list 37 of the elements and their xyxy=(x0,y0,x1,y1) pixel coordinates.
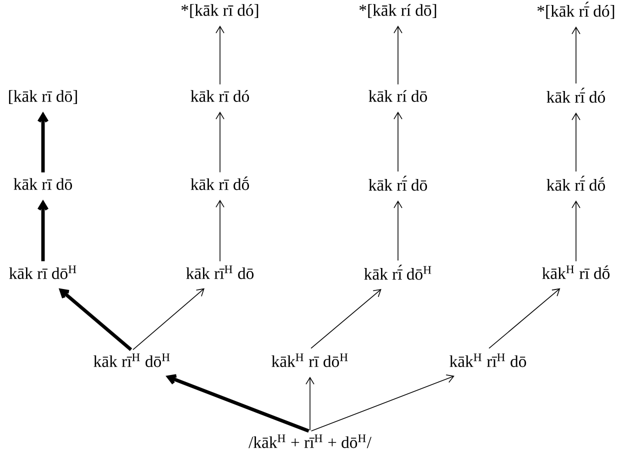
form-label: kāk rī dō$^{H}$ xyxy=(9,265,76,280)
form-label: kāk rī dō xyxy=(14,178,72,190)
arrow xyxy=(394,200,402,261)
arrow xyxy=(38,112,48,172)
form-label: kāk rī dó xyxy=(190,90,249,102)
form-label: kāk rī$^{H}$ dō xyxy=(186,265,254,280)
form-label: kāk rī́ dō xyxy=(368,176,427,191)
form-label: /kāk$^{H}$ + rī$^{H}$ + dō$^{H}$/ xyxy=(248,434,372,448)
form-label: *[kāk rī dó] xyxy=(181,4,258,18)
arrow xyxy=(488,288,560,349)
form-label: *[kāk rí dō] xyxy=(359,4,436,18)
arrow xyxy=(310,374,454,432)
form-label: kāk$^{H}$ rī dṓ xyxy=(542,265,610,280)
form-label: kāk rī́ dṓ xyxy=(546,176,605,191)
form-label: kāk rī́ dō$^{H}$ xyxy=(364,264,432,280)
arrow xyxy=(38,200,48,262)
arrow xyxy=(58,288,132,351)
form-label: kāk rī$^{H}$ dō$^{H}$ xyxy=(94,353,170,368)
arrow xyxy=(310,289,382,349)
arrow xyxy=(572,200,580,262)
arrow xyxy=(394,112,402,172)
form-label: [kāk rī dō] xyxy=(9,90,77,104)
form-label: kāk$^{H}$ rī dō$^{H}$ xyxy=(272,353,348,368)
arrow xyxy=(216,200,224,262)
arrow xyxy=(216,26,224,85)
arrow xyxy=(572,112,580,172)
arrow xyxy=(306,376,314,431)
arrow xyxy=(132,288,204,350)
form-label: kāk rí dō xyxy=(368,90,427,102)
arrow xyxy=(394,26,402,85)
form-label: kāk rī dṓ xyxy=(190,176,249,190)
form-label: *[kāk rī́ dó] xyxy=(537,2,614,19)
arrow xyxy=(166,374,310,433)
form-label: kāk rī́ dó xyxy=(546,88,605,103)
arrow xyxy=(572,26,580,84)
form-label: kāk$^{H}$ rī$^{H}$ dō xyxy=(450,353,526,368)
arrow xyxy=(216,112,224,173)
